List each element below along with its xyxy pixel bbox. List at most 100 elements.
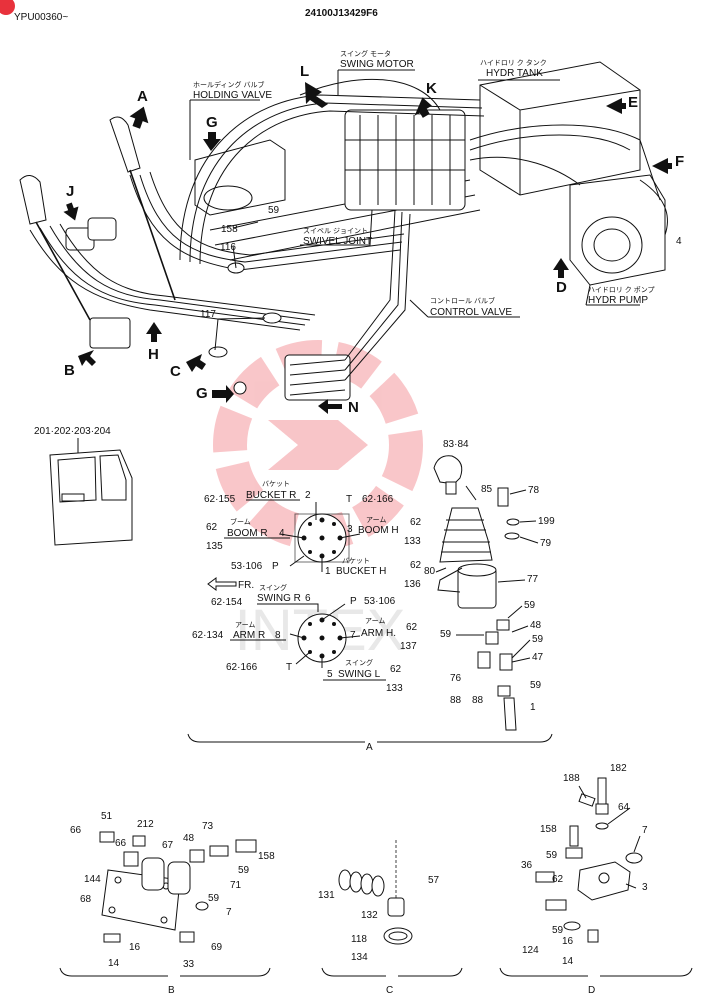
boom-h-kana: アーム [366,516,386,524]
holding-valve-label: HOLDING VALVE [193,90,272,101]
detail-b-16: 16 [129,942,141,953]
swing-motor-label: SWING MOTOR [340,59,414,70]
detail-d-3: 3 [642,882,648,893]
callout-59: 59 [268,205,280,216]
bucket-r-ref: 62·155 [204,494,236,505]
swivel-joint-label: SWIVEL JOINT [303,236,372,247]
bucket-h-num: 1 [325,566,331,577]
detail-b-drawing [99,831,257,943]
p-ref: 53·106 [231,561,263,572]
boom-h-label: BOOM H [358,525,399,536]
control-valve-label: CONTROL VALVE [430,307,512,318]
bucket-h-kana: バケット [342,557,370,565]
detail-c-134: 134 [351,952,368,963]
section-a-bracket [187,733,553,743]
detail-b-48: 48 [183,833,195,844]
arm-h-ref-b: 137 [400,641,417,652]
boom-h-ref-a: 62 [410,517,422,528]
boom-r-label: BOOM R [227,528,268,539]
t-top-ref: 62·166 [362,494,394,505]
lever-part-47: 47 [532,652,544,663]
arrow-label-m: L [300,63,309,80]
boom-r-ref-b: 135 [206,541,223,552]
detail-b-7: 7 [226,907,232,918]
detail-b-59-a: 59 [238,865,250,876]
section-b-bracket [59,967,271,977]
lever-part-85: 85 [481,484,493,495]
detail-b-69: 69 [211,942,223,953]
callout-117: 117 [200,309,216,320]
bucket-h-ref-a: 62 [410,560,422,571]
detail-d-7: 7 [642,825,648,836]
swing-r-num: 6 [305,593,311,604]
detail-b-66-a: 66 [70,825,82,836]
cab-ref: 201·202·203·204 [34,426,111,437]
boom-r-ref-a: 62 [206,522,218,533]
lever-part-59-b: 59 [440,629,452,640]
arrow-label-e: E [628,94,638,111]
arrow-label-b: B [64,362,75,379]
arrow-label-d: D [556,279,567,296]
callout-116: 116 [220,242,236,253]
arm-r-label: ARM R [233,630,265,641]
detail-b-label: B [168,985,175,996]
corner-badge [0,0,15,15]
arrow-label-l: K [426,80,437,97]
callout-4: 4 [676,236,682,247]
detail-d-59-a: 59 [546,850,558,861]
bucket-h-label: BUCKET H [336,566,386,577]
front-arrow-icon [207,577,237,591]
lever-part-79: 79 [540,538,552,549]
swing-l-num: 5 [327,669,333,680]
t-top-label: T [346,494,352,505]
detail-b-68: 68 [80,894,92,905]
swing-l-label: SWING L [338,669,381,680]
detail-d-14: 14 [562,956,574,967]
port-diagram-lower [289,603,361,668]
detail-a-label: A [366,742,373,753]
arrow-label-c: C [170,363,181,380]
swing-r-kana: スイング [259,583,287,592]
lower-p-label: P [350,596,357,607]
callout-158: 158 [221,224,238,235]
swing-l-ref-b: 133 [386,683,403,694]
swing-l-kana: スイング [345,658,373,667]
swing-r-label: SWING R [257,593,301,604]
detail-c-label: C [386,985,393,996]
swing-motor-kana: スイング モータ [340,49,391,58]
lever-part-88-b: 88 [472,695,484,706]
arrow-label-g-visible: G [196,385,208,402]
lever-part-76: 76 [450,673,462,684]
boom-h-num: 3 [347,524,353,535]
detail-c-drawing [338,840,413,945]
boom-r-num: 4 [279,528,285,539]
detail-b-67: 67 [162,840,174,851]
arrow-label-f: F [675,153,684,170]
arrow-label-a: A [137,88,148,105]
holding-valve-kana: ホールディング バルブ [193,80,264,89]
lever-part-59-c: 59 [532,634,544,645]
detail-c-132: 132 [361,910,378,921]
lever-part-88-a: 88 [450,695,462,706]
detail-b-158: 158 [258,851,275,862]
header-center-code: 24100J13429F6 [305,8,378,19]
detail-d-124: 124 [522,945,539,956]
detail-b-59-b: 59 [208,893,220,904]
hydr-pump-kana: ハイドロリ ク ポンプ [588,286,655,294]
bucket-r-label: BUCKET R [246,490,296,501]
detail-d-182: 182 [610,763,627,774]
main-assembly [19,61,668,401]
arm-r-kana: アーム [235,621,255,629]
cab-outline [49,449,133,546]
port-diagram-upper [279,502,361,572]
hydr-tank-label: HYDR TANK [486,68,543,79]
reference-arrows: A L K E F G J D B H C G G N [63,63,684,416]
detail-b-212: 212 [137,819,154,830]
arrow-label-h: G [206,114,218,131]
p-label: P [272,561,279,572]
arm-h-num: 7 [350,630,356,641]
detail-d-label: D [588,985,595,996]
arm-r-num: 8 [275,630,281,641]
lever-part-80: 80 [424,566,436,577]
